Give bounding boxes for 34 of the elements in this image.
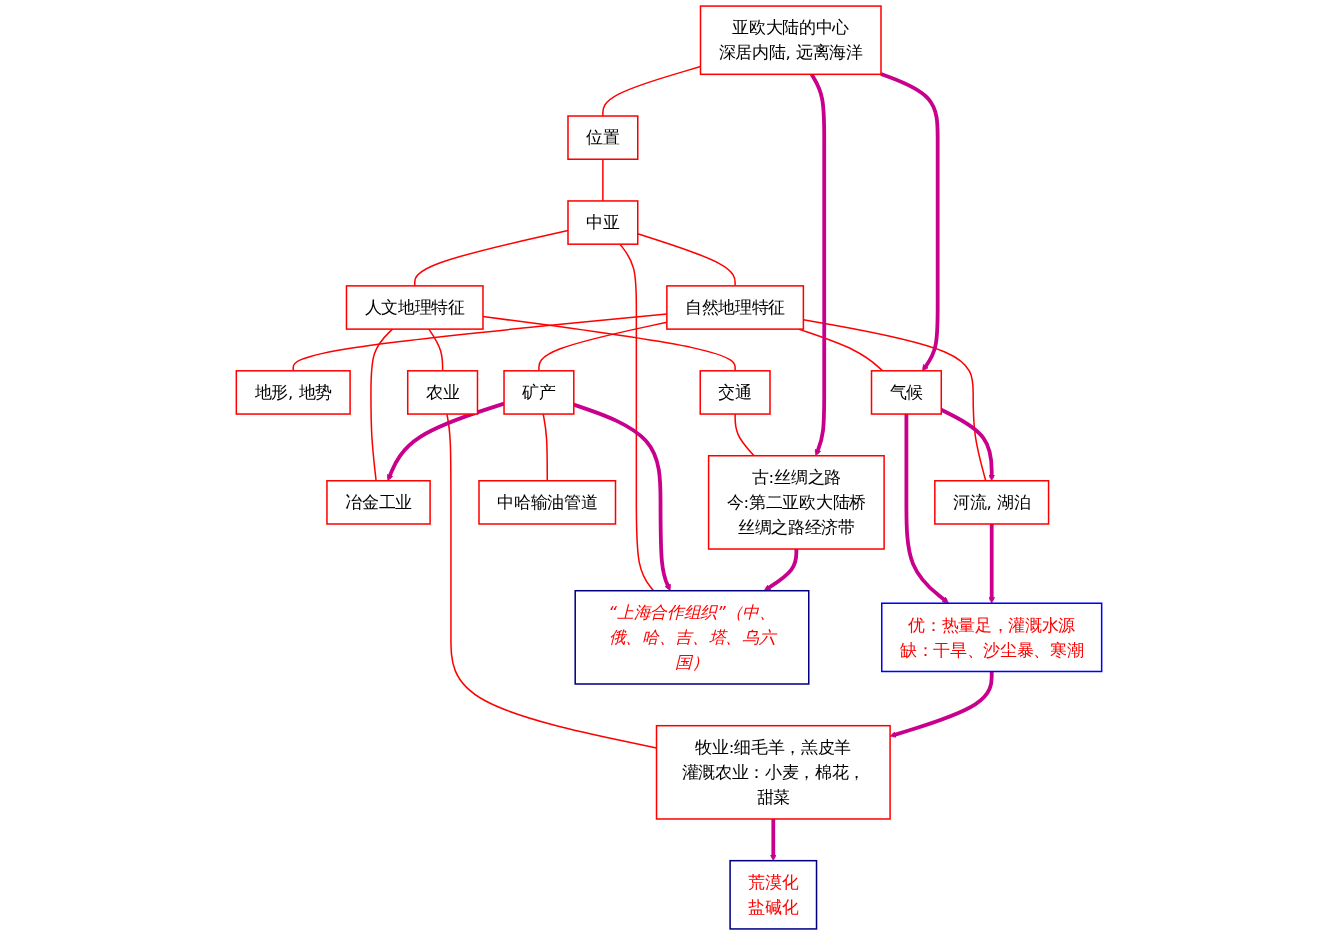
connector (370, 328, 394, 482)
node-box: 牧业:细毛羊，羔皮羊 灌溉农业：小麦，棉花，甜菜 (655, 724, 891, 820)
node-box: 冶金工业 (326, 480, 431, 525)
arrow (573, 402, 671, 592)
arrow (386, 401, 505, 482)
arrow (763, 549, 799, 592)
node-box: 优：热量足，灌溉水源 缺：干旱、沙尘暴、寒潮 (881, 602, 1103, 673)
connector (602, 158, 604, 202)
arrow (904, 414, 949, 604)
node-box: “上海合作组织”（中、俄、哈、吉、塔、乌六国） (574, 589, 810, 685)
node-box: 亚欧大陆的中心 深居内陆, 远离海洋 (699, 5, 882, 76)
connector (428, 328, 444, 372)
node-box: 自然地理特征 (666, 285, 805, 330)
node-box: 人文地理特征 (345, 285, 484, 330)
connector (542, 413, 548, 482)
node-box: 地形, 地势 (235, 370, 351, 415)
node-box: 河流, 湖泊 (934, 480, 1050, 525)
connector (619, 243, 655, 592)
node-box: 气候 (870, 370, 943, 415)
node-box: 古:丝绸之路 今:第二亚欧大陆桥 丝绸之路经济带 (707, 455, 885, 550)
arrow (880, 72, 940, 372)
node-box: 荒漠化 盐碱化 (729, 859, 818, 930)
arrow (988, 524, 996, 604)
node-box: 农业 (406, 370, 479, 415)
connector (482, 315, 736, 372)
node-box: 中亚 (567, 200, 639, 245)
connector (734, 413, 755, 457)
connector (637, 233, 736, 287)
node-box: 位置 (567, 115, 639, 160)
arrow (769, 819, 777, 861)
node-box: 中哈输油管道 (478, 480, 617, 525)
arrow (809, 73, 827, 457)
node-box: 矿产 (503, 370, 575, 415)
node-box: 交通 (699, 370, 771, 415)
